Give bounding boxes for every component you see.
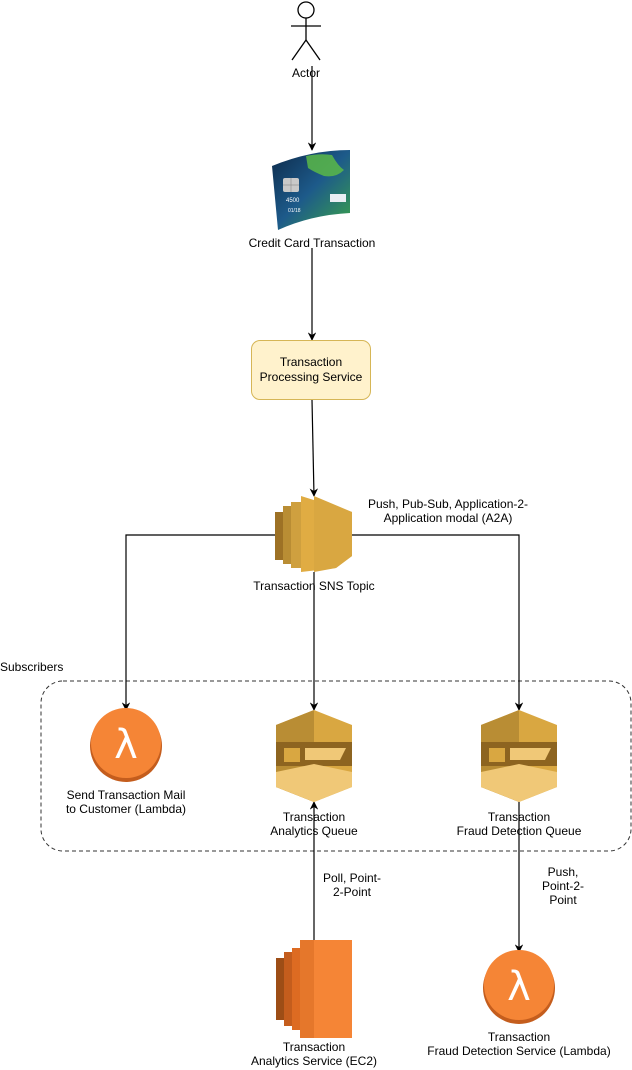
annotation-poll: Poll, Point- 2-Point [312,871,392,899]
svg-text:λ: λ [114,722,138,768]
subscribers-group-border [40,680,632,852]
annotation-push-pubsub-line1: Push, Pub-Sub, Application-2- [367,497,529,511]
fraud-queue-icon [481,710,557,802]
lambda-mail-label: Send Transaction Mail to Customer (Lambd… [46,788,206,816]
annotation-push-pubsub-line2: Application modal (A2A) [383,511,513,525]
ec2-service-icon [276,940,352,1038]
analytics-service-line1: Transaction [282,1040,346,1054]
annotation-poll-line2: 2-Point [332,885,372,899]
analytics-service-label: Transaction Analytics Service (EC2) [234,1040,394,1068]
annotation-push-pubsub: Push, Pub-Sub, Application-2- Applicatio… [358,497,538,525]
svg-text:01/18: 01/18 [288,208,301,214]
annotation-poll-line1: Poll, Point- [322,871,382,885]
fraud-service-line2: Fraud Detection Service (Lambda) [427,1044,611,1058]
sns-topic-label: Transaction SNS Topic [253,579,375,593]
annotation-push-p2p-line3: Point [549,893,577,907]
edge-processing-to-sns [309,399,319,497]
processing-label-line2: Processing Service [259,370,363,384]
subscribers-label: Subscribers [0,660,64,674]
analytics-queue-line2: Analytics Queue [270,824,358,838]
sns-topic-icon [275,496,352,572]
lambda-mail-line2: to Customer (Lambda) [65,802,187,816]
analytics-queue-icon [276,710,352,802]
analytics-service-line2: Analytics Service (EC2) [250,1054,378,1068]
lambda-mail-icon: λ [90,708,162,782]
fraud-queue-label: Transaction Fraud Detection Queue [434,810,604,838]
fraud-queue-line2: Fraud Detection Queue [456,824,582,838]
edge-sns-to-lambda-mail [121,534,275,711]
actor-label: Actor [291,66,320,80]
connectors [121,66,524,953]
actor-icon [291,1,321,61]
credit-card-icon: 4500 01/18 [272,150,350,230]
svg-text:4500: 4500 [286,198,300,204]
credit-card-label: Credit Card Transaction [248,236,376,250]
processing-label-line1: Transaction [279,355,343,369]
fraud-queue-line1: Transaction [487,810,551,824]
annotation-push-p2p-line1: Push, [547,865,579,879]
lambda-mail-line1: Send Transaction Mail [66,788,186,802]
annotation-push-p2p-line2: Point-2- [541,879,585,893]
fraud-service-label: Transaction Fraud Detection Service (Lam… [419,1030,619,1058]
edge-sns-to-fraud-queue [352,534,524,711]
annotation-push-p2p: Push, Point-2- Point [528,865,598,907]
fraud-service-line1: Transaction [487,1030,551,1044]
analytics-queue-line1: Transaction [282,810,346,824]
svg-text:λ: λ [507,964,531,1010]
lambda-fraud-icon: λ [483,950,555,1024]
analytics-queue-label: Transaction Analytics Queue [244,810,384,838]
